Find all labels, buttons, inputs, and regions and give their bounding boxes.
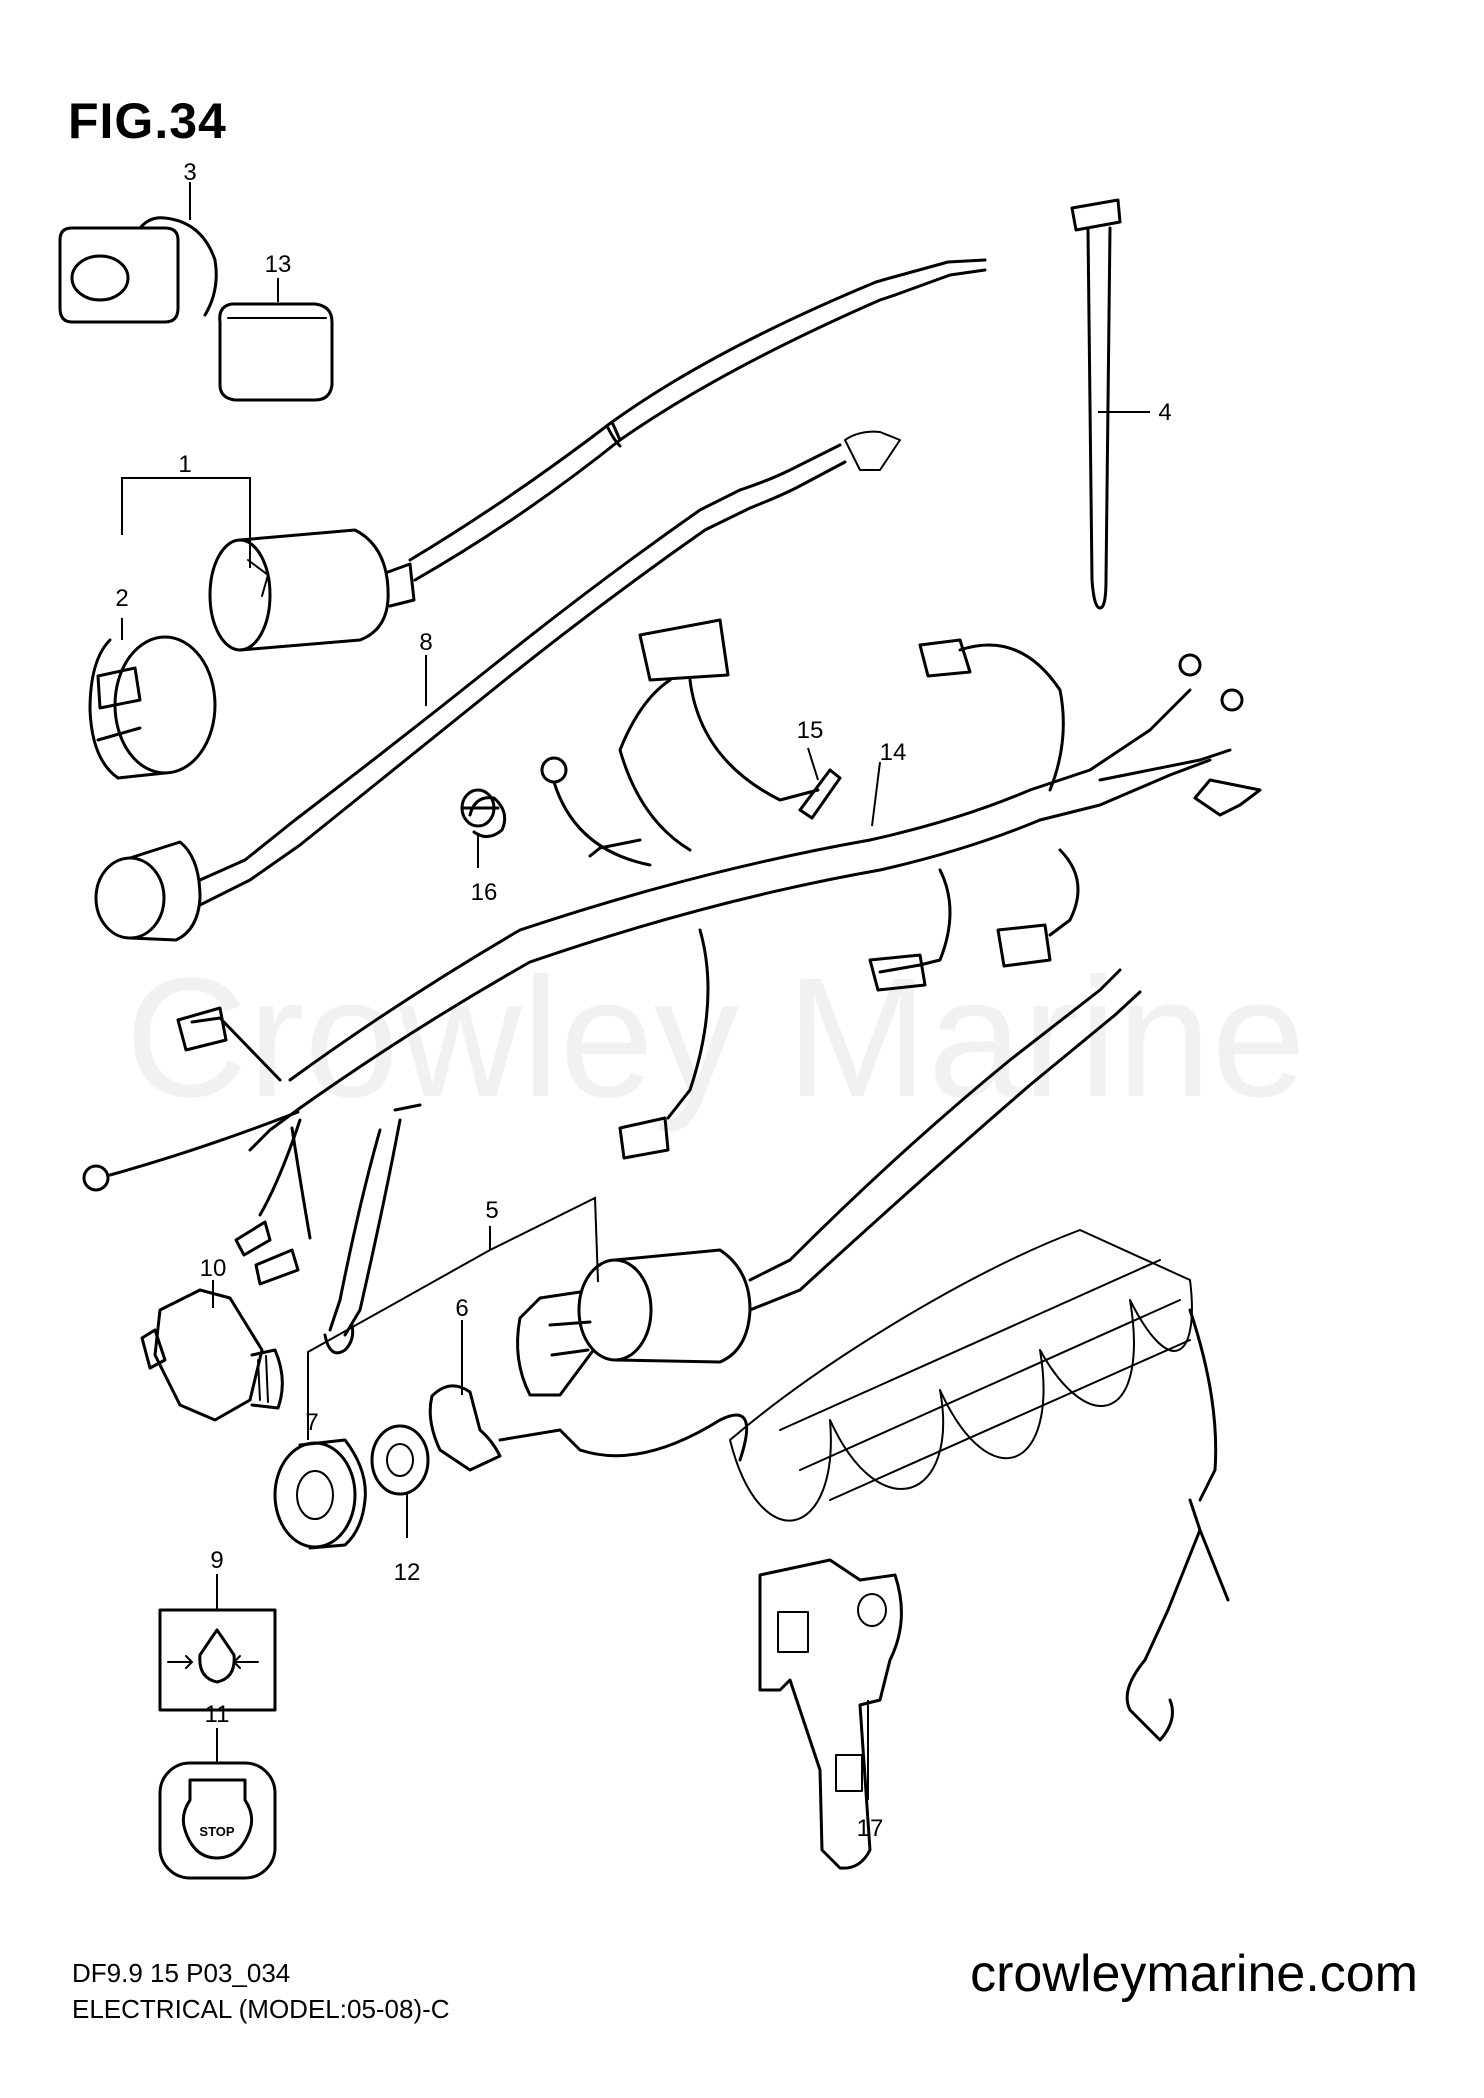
callout-15: 15 [797, 717, 824, 744]
callout-7: 7 [305, 1409, 318, 1436]
wire-leads-top [888, 258, 987, 297]
callout-8: 8 [419, 629, 432, 656]
callout-2: 2 [115, 585, 128, 612]
stop-label: STOP [199, 1824, 234, 1839]
callout-5: 5 [485, 1197, 498, 1224]
callout-6: 6 [455, 1295, 468, 1322]
switch-part-1 [208, 528, 416, 652]
footer-description: ELECTRICAL (MODEL:05-08)-C [72, 1994, 450, 2024]
pressure-switch-part-10 [140, 1288, 284, 1422]
callout-11: 11 [205, 1701, 230, 1728]
callout-14: 14 [880, 739, 907, 766]
clamp-part-16 [460, 788, 500, 828]
cable-part-8 [94, 430, 901, 942]
callout-1: 1 [178, 451, 191, 478]
website-link[interactable]: crowleymarine.com [970, 1945, 1418, 2003]
harness-part-14 [82, 618, 1262, 1355]
footer-code: DF9.9 15 P03_034 [72, 1958, 291, 1988]
watermark: Crowley Marine [125, 943, 1306, 1133]
clip-part-6 [428, 1384, 582, 1472]
callout-13: 13 [265, 251, 292, 278]
callout-3: 3 [183, 159, 196, 186]
callout-9: 9 [210, 1547, 223, 1574]
switch-cap-part-2 [88, 635, 217, 780]
decal-part-9 [158, 1608, 277, 1712]
plug-part-13 [218, 302, 334, 402]
stop-button-part-11: STOP [158, 1761, 277, 1880]
figure-title: FIG.34 [68, 93, 227, 149]
callout-17: 17 [857, 1815, 884, 1842]
grommet-part-3 [58, 216, 218, 324]
callout-10: 10 [200, 1255, 227, 1282]
leader-lines [121, 182, 1150, 1800]
harness-upper [413, 293, 897, 582]
callout-4: 4 [1158, 399, 1171, 426]
cable-tie-part-4 [1070, 198, 1122, 610]
sensor-part-15 [798, 768, 842, 820]
callout-12: 12 [394, 1559, 421, 1586]
nut-part-7 [273, 1438, 367, 1550]
lanyard-coil [578, 1229, 1230, 1742]
callout-16: 16 [471, 879, 498, 906]
washer-part-12 [370, 1424, 430, 1496]
bracket-part-17 [758, 1558, 903, 1870]
stop-switch-part-5 [516, 968, 1142, 1397]
